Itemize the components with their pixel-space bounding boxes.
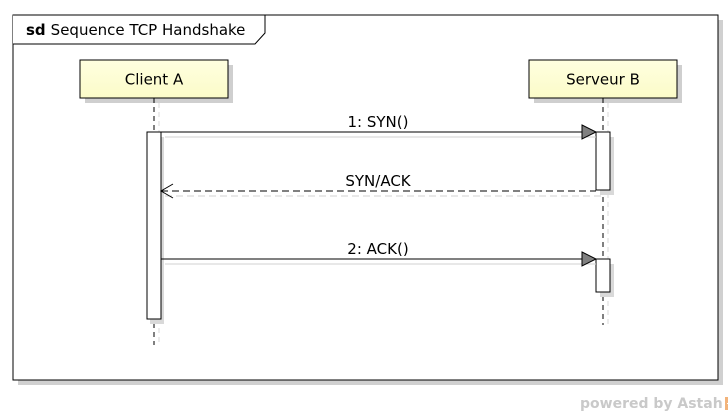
message-synack-label: SYN/ACK bbox=[345, 172, 411, 190]
lifeline-client-label: Client A bbox=[125, 71, 184, 89]
activation-client bbox=[146, 131, 162, 320]
astah-logo-icon bbox=[724, 397, 728, 410]
message-syn-label: 1: SYN() bbox=[348, 113, 409, 131]
syn-arrowhead bbox=[581, 124, 598, 140]
astah-watermark: powered by Astah bbox=[580, 396, 728, 412]
message-ack-label: 2: ACK() bbox=[347, 240, 408, 258]
lifeline-client[interactable]: Client A bbox=[79, 59, 233, 345]
frame-keyword: sd bbox=[26, 21, 46, 39]
activation-server-1 bbox=[595, 131, 611, 191]
frame-name: Sequence TCP Handshake bbox=[51, 21, 246, 39]
frame-title: sd Sequence TCP Handshake bbox=[26, 21, 245, 39]
activation-server-2 bbox=[595, 258, 611, 293]
ack-arrowhead bbox=[581, 251, 598, 267]
lifeline-server-label: Serveur B bbox=[566, 71, 640, 89]
message-synack[interactable]: SYN/ACK bbox=[160, 172, 601, 199]
message-ack[interactable]: 2: ACK() bbox=[161, 240, 598, 267]
message-syn[interactable]: 1: SYN() bbox=[161, 113, 598, 140]
synack-arrowhead bbox=[160, 183, 174, 199]
watermark-text: powered by Astah bbox=[580, 396, 723, 412]
lifeline-server[interactable]: Serveur B bbox=[528, 59, 682, 325]
